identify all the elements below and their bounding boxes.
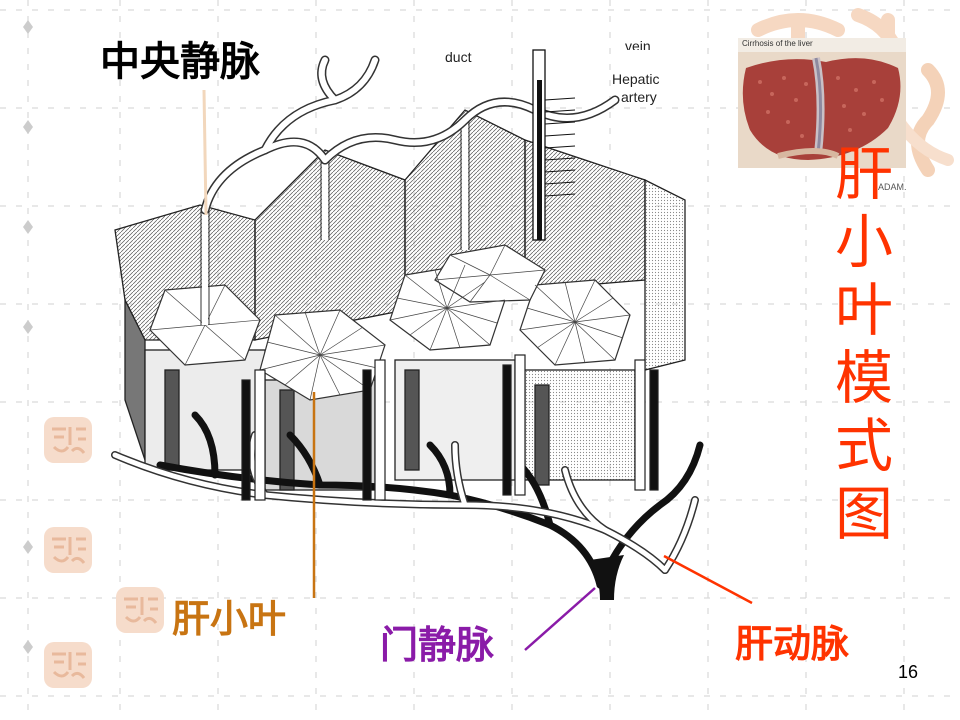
duct-label: duct bbox=[445, 49, 472, 65]
page-number: 16 bbox=[898, 662, 919, 682]
inset-caption: Cirrhosis of the liver bbox=[742, 39, 813, 48]
liver-lobule-diagram bbox=[111, 49, 704, 600]
vein-partial-label: vein bbox=[625, 38, 651, 50]
title-char: 小 bbox=[834, 208, 893, 276]
hepatic-artery-label: 肝动脉 bbox=[735, 622, 850, 666]
hepatic-label: Hepatic bbox=[612, 71, 660, 87]
title-char: 图 bbox=[834, 480, 893, 548]
title-char: 模 bbox=[834, 344, 893, 412]
central-vein-outlines bbox=[200, 120, 470, 325]
seal-stamp-icon bbox=[44, 527, 92, 573]
artery-label: artery bbox=[621, 89, 657, 105]
seal-stamp-icon bbox=[116, 587, 164, 633]
sinusoid-radial-lines bbox=[149, 244, 631, 401]
lobule-label: 肝小叶 bbox=[172, 597, 287, 641]
seal-stamp-icon bbox=[44, 642, 92, 688]
cirrhosis-liver-inset bbox=[738, 38, 906, 168]
title-char: 肝 bbox=[834, 140, 893, 208]
interlobular-vessels bbox=[241, 354, 659, 501]
portal-vein-label: 门静脉 bbox=[380, 623, 495, 667]
inset-brand: ADAM. bbox=[878, 182, 907, 192]
portal-vein-trunk bbox=[590, 555, 624, 600]
title-char: 式 bbox=[834, 412, 893, 480]
central-veins bbox=[202, 120, 468, 325]
title-char: 叶 bbox=[834, 276, 893, 344]
slide-title: 肝 小 叶 模 式 图 bbox=[828, 140, 900, 548]
lobule-prism-faces bbox=[144, 349, 636, 491]
seal-stamp-icon bbox=[44, 417, 92, 463]
central-vein-label: 中央静脉 bbox=[100, 39, 260, 85]
bile-duct-column bbox=[532, 49, 576, 241]
